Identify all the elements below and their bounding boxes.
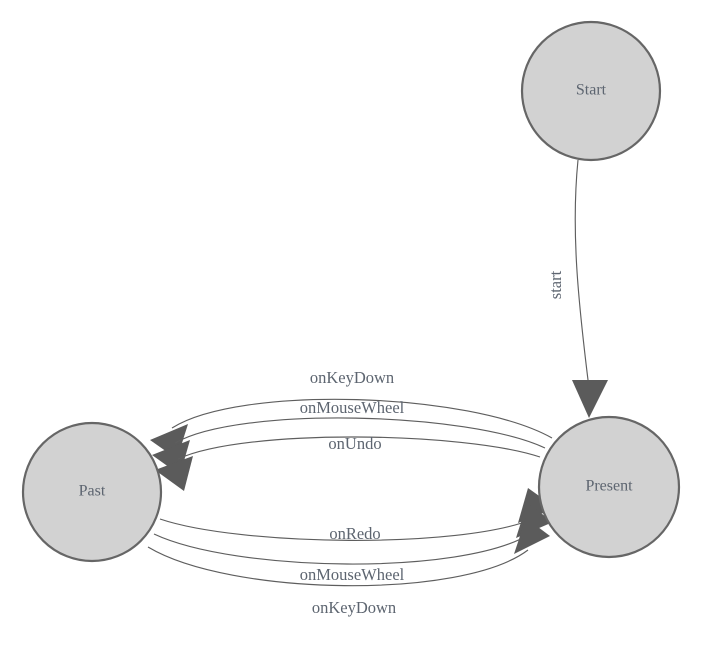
node-start[interactable]: Start [520, 20, 662, 162]
edge-path-past-present-onredo [159, 518, 534, 541]
node-present[interactable]: Present [537, 415, 681, 559]
node-past-circle[interactable] [21, 421, 163, 563]
edge-path-past-present-onkeydown [147, 546, 529, 587]
edge-past-to-present-onkeydown[interactable] [147, 518, 550, 587]
edge-label-past-present-onkeydown: onKeyDown [312, 598, 396, 617]
node-past-label: Past [79, 483, 106, 500]
node-present-label: Present [585, 478, 633, 495]
arrowhead-start-present [572, 380, 608, 418]
edge-label-start: start [546, 270, 565, 299]
arrowhead-present-past-onundo [155, 456, 193, 491]
edge-path-past-present-onmousewheel [153, 533, 531, 565]
edge-label-past-present-onredo: onRedo [329, 524, 380, 543]
edge-label-past-present-onmousewheel: onMouseWheel [300, 565, 405, 584]
edge-path-start-present [574, 159, 590, 389]
node-start-label: Start [576, 82, 607, 99]
edge-path-present-past-onundo [177, 436, 541, 460]
edge-label-present-past-onmousewheel: onMouseWheel [300, 398, 405, 417]
node-start-circle[interactable] [520, 20, 662, 162]
node-present-circle[interactable] [537, 415, 681, 559]
edge-label-present-past-onkeydown: onKeyDown [310, 368, 394, 387]
edge-present-to-past-onundo[interactable] [155, 436, 541, 491]
edge-label-present-past-onundo: onUndo [328, 434, 381, 453]
edge-path-present-past-onkeydown [171, 398, 553, 439]
edge-start-to-present[interactable] [572, 159, 608, 418]
edge-path-present-past-onmousewheel [174, 417, 546, 449]
arrowhead-past-present-onkeydown [514, 518, 550, 554]
node-past[interactable]: Past [21, 421, 163, 563]
